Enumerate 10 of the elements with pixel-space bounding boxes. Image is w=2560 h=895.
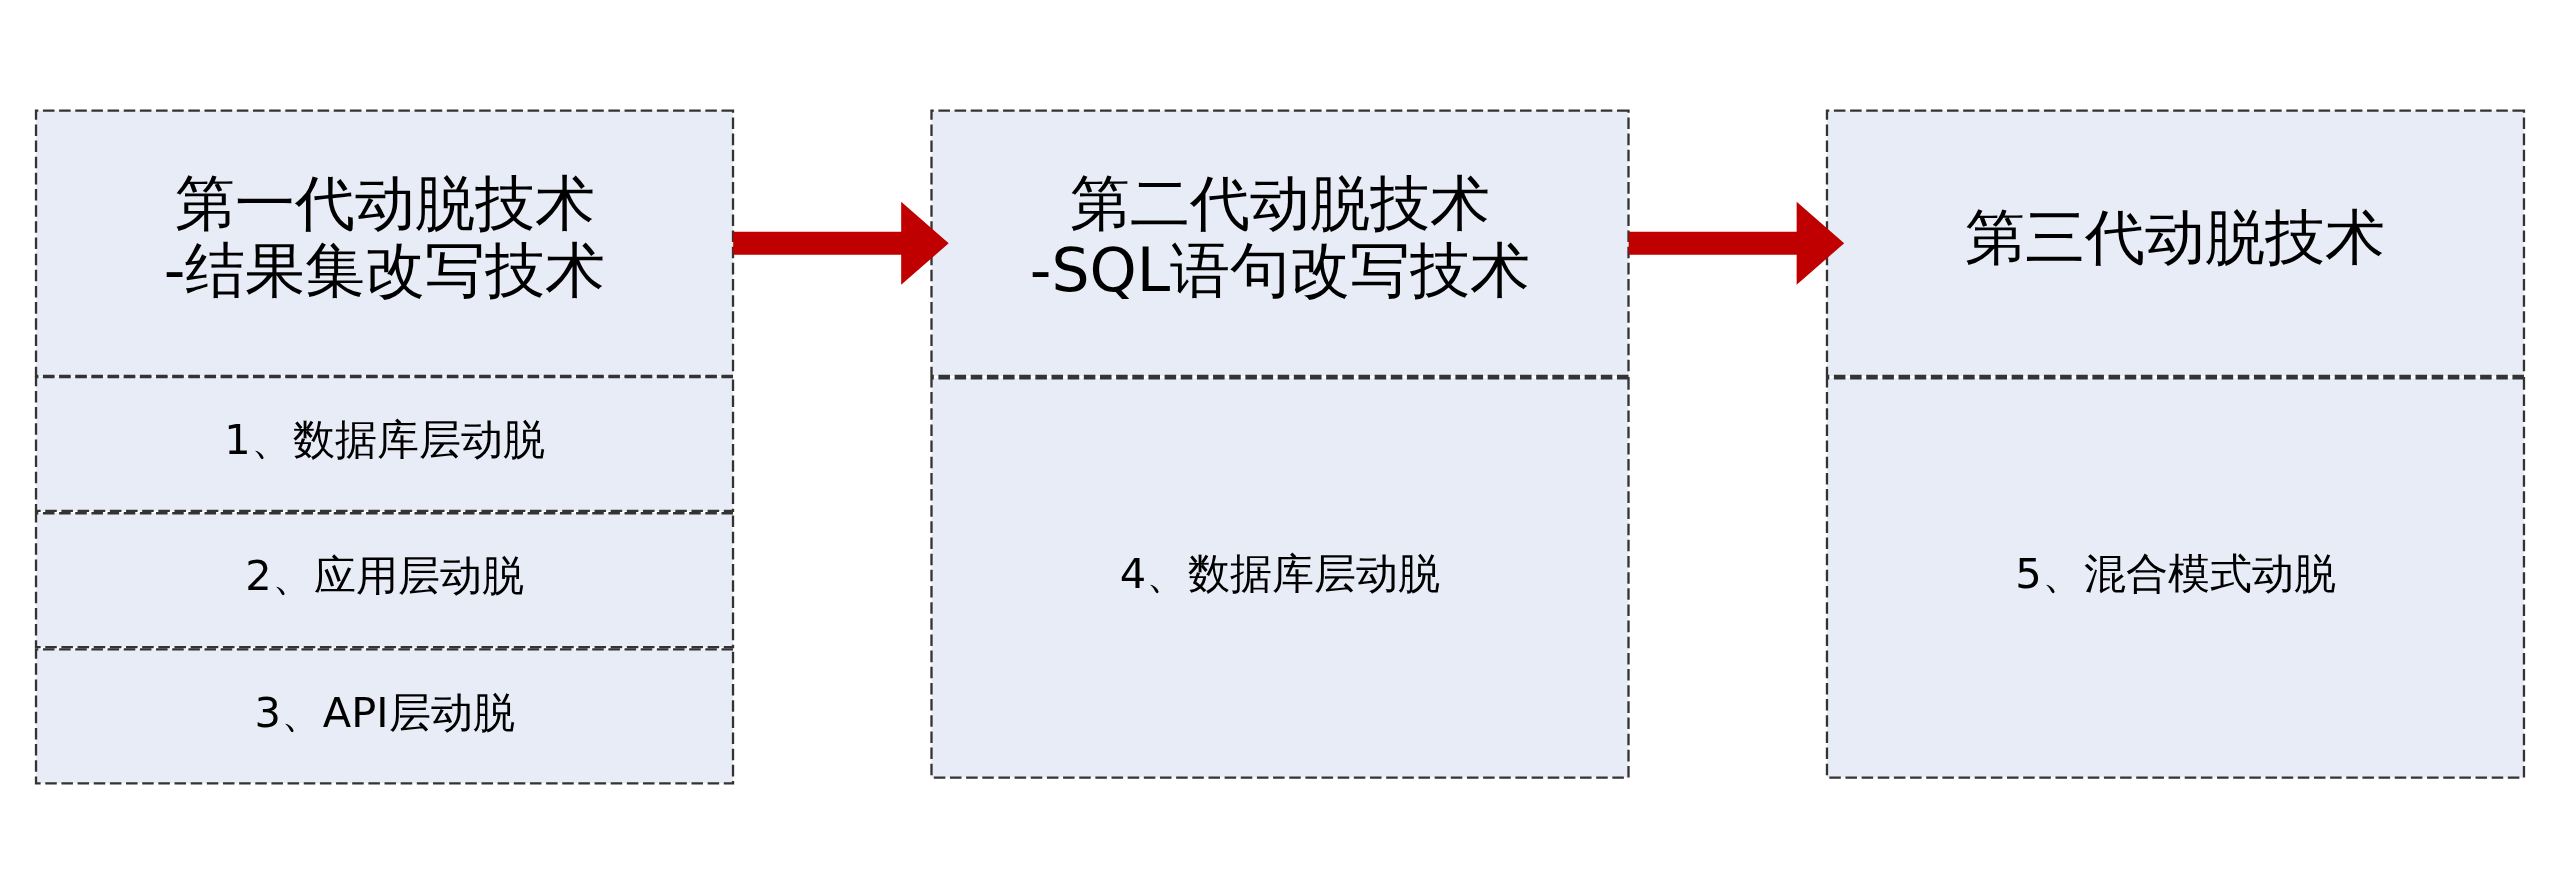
node-box: 第一代动脱技术 -结果集改写技术 — [34, 109, 735, 378]
node-box: 5、混合模式动脱 — [1825, 377, 2526, 779]
node-box: 第三代动脱技术 — [1825, 109, 2526, 378]
node-box: 3、API层动脱 — [34, 648, 735, 785]
arrow — [1628, 201, 1845, 285]
node-box: 1、数据库层动脱 — [34, 375, 735, 513]
arrow — [733, 201, 949, 285]
node-box: 2、应用层动脱 — [34, 512, 735, 649]
node-box: 4、数据库层动脱 — [930, 377, 1630, 779]
node-box: 第二代动脱技术 -SQL语句改写技术 — [930, 109, 1630, 378]
